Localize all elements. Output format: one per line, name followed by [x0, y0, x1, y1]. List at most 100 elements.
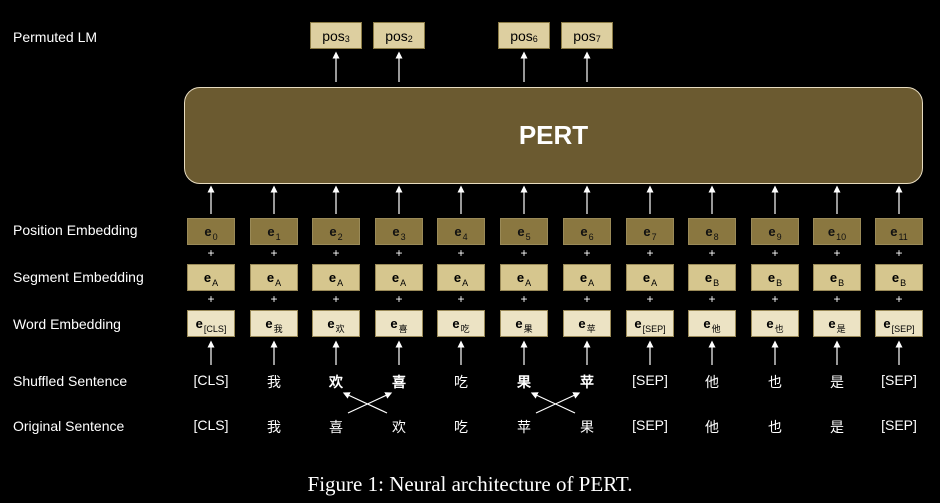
original-token: [SEP] [881, 417, 917, 433]
permuted-lm-label: Permuted LM [13, 29, 98, 45]
shuffled-token: [SEP] [632, 372, 668, 388]
plus-sign: + [895, 292, 903, 306]
plus-sign: + [395, 246, 403, 260]
shuffled-token: 苹 [580, 374, 594, 390]
word-embedding-box: e[SEP] [875, 310, 923, 337]
plus-sign: + [771, 246, 779, 260]
plus-sign: + [895, 246, 903, 260]
plus-sign: + [270, 292, 278, 306]
plus-sign: + [771, 292, 779, 306]
shuffled-token: 欢 [329, 374, 343, 390]
original-token: 苹 [517, 419, 531, 435]
plus-sign: + [708, 246, 716, 260]
word-embedding-label: Word Embedding [13, 316, 121, 332]
plus-sign: + [583, 246, 591, 260]
shuffled-token: 他 [705, 374, 719, 390]
word-embedding-box: e[CLS] [187, 310, 235, 337]
plus-sign: + [332, 292, 340, 306]
shuffled-token: 我 [267, 374, 281, 390]
swap-arrow [530, 392, 576, 414]
plus-sign: + [833, 246, 841, 260]
position-embedding-label: Position Embedding [13, 222, 138, 238]
swap-arrow [535, 392, 581, 414]
plus-sign: + [457, 292, 465, 306]
shuffled-sentence-label: Shuffled Sentence [13, 373, 128, 389]
original-token: [SEP] [632, 417, 668, 433]
plus-sign: + [457, 246, 465, 260]
plus-sign: + [646, 246, 654, 260]
original-token: 他 [705, 419, 719, 435]
plus-sign: + [395, 292, 403, 306]
plus-sign: + [833, 292, 841, 306]
original-token: 吃 [454, 419, 468, 435]
original-token: [CLS] [193, 417, 229, 433]
original-sentence-label: Original Sentence [13, 418, 125, 434]
plus-sign: + [207, 292, 215, 306]
plus-sign: + [332, 246, 340, 260]
original-token: 我 [267, 419, 281, 435]
plus-sign: + [583, 292, 591, 306]
word-embedding-box: e[SEP] [626, 310, 674, 337]
original-token: 也 [768, 419, 782, 435]
plus-sign: + [520, 246, 528, 260]
segment-embedding-label: Segment Embedding [13, 269, 144, 285]
shuffled-token: 吃 [454, 374, 468, 390]
original-token: 欢 [392, 419, 406, 435]
shuffled-token: 也 [768, 374, 782, 390]
shuffled-token: 果 [517, 374, 531, 390]
shuffled-token: 喜 [392, 374, 406, 390]
plus-sign: + [708, 292, 716, 306]
original-token: 喜 [329, 419, 343, 435]
swap-arrow [347, 392, 393, 414]
plus-sign: + [646, 292, 654, 306]
swap-arrow [342, 392, 388, 414]
plus-sign: + [520, 292, 528, 306]
original-token: 果 [580, 419, 594, 435]
plus-sign: + [207, 246, 215, 260]
shuffled-token: [SEP] [881, 372, 917, 388]
plus-sign: + [270, 246, 278, 260]
shuffled-token: 是 [830, 374, 844, 390]
figure-caption: Figure 1: Neural architecture of PERT. [307, 472, 633, 496]
shuffled-token: [CLS] [193, 372, 229, 388]
pert-model-block: PERT [184, 87, 923, 184]
